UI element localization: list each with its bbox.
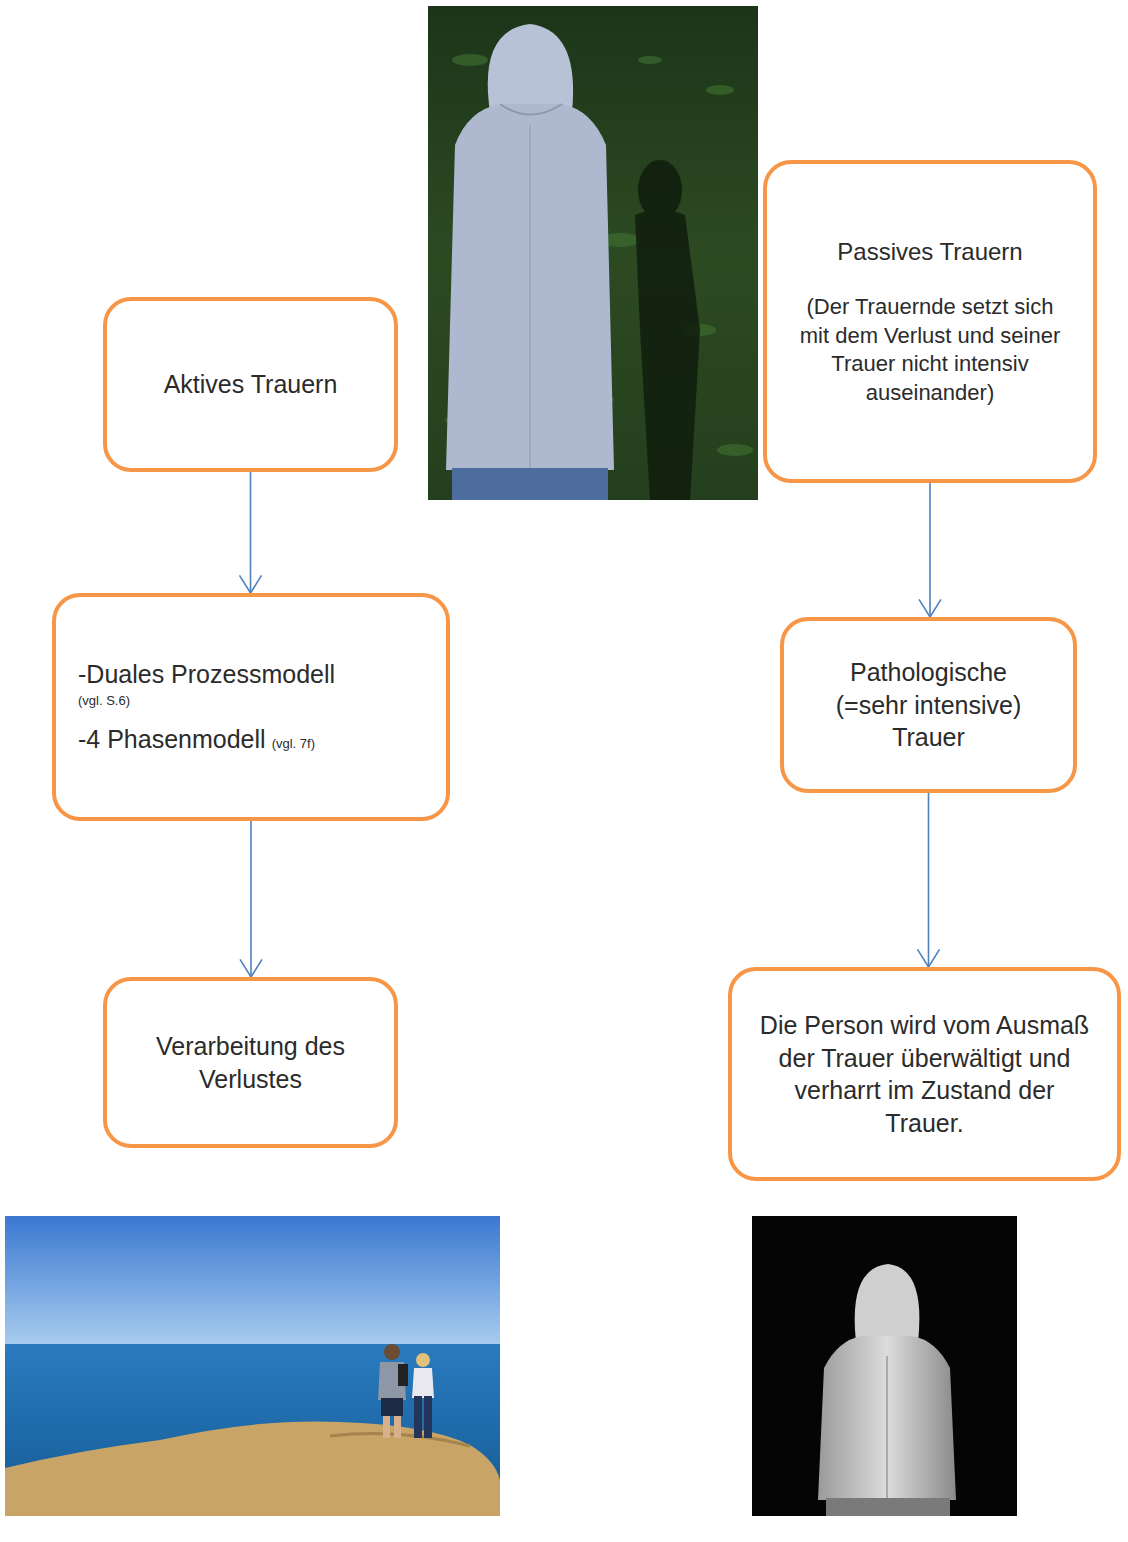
node-text: (vgl. S.6) [78, 693, 130, 708]
rounded-box: Aktives Trauern [103, 297, 398, 472]
text-line: -4 Phasenmodell (vgl. 7f) [78, 723, 424, 756]
node-text: Aktives Trauern [127, 368, 374, 401]
node-text: (vgl. 7f) [272, 736, 315, 751]
arrow-head [918, 949, 940, 967]
rounded-box: Pathologische (=sehr intensive) Trauer [780, 617, 1077, 793]
connector-arrow [240, 472, 262, 593]
photo-grass [428, 6, 758, 500]
photo-dark [752, 1216, 1017, 1516]
arrow-head [919, 599, 941, 617]
node-text: -4 Phasenmodell [78, 725, 266, 753]
connector-line [250, 472, 252, 593]
rounded-box: Verarbeitung des Verlustes [103, 977, 398, 1148]
node-text: Verarbeitung des Verlustes [147, 1030, 354, 1095]
node-text: Passives Trauern [793, 236, 1067, 267]
box-content: Verarbeitung des Verlustes [147, 1030, 354, 1095]
connector-arrow [919, 483, 941, 617]
photo-sea [5, 1216, 500, 1516]
node-text: (Der Trauernde setzt sich mit dem Verlus… [793, 293, 1067, 407]
arrow-head [240, 959, 262, 977]
rounded-box: -Duales Prozessmodell (vgl. S.6) -4 Phasen… [52, 593, 450, 821]
text-line: -Duales Prozessmodell [78, 658, 424, 691]
connector-line [928, 793, 930, 967]
box-content: Pathologische (=sehr intensive) Trauer [820, 656, 1037, 754]
node-text: Die Person wird vom Ausmaß der Trauer üb… [754, 1009, 1095, 1139]
box-content: Aktives Trauern [127, 368, 374, 401]
connector-arrow [918, 793, 940, 967]
connector-arrow [240, 821, 262, 977]
node-text: -Duales Prozessmodell [78, 660, 335, 688]
box-content: -Duales Prozessmodell (vgl. S.6) -4 Phasen… [78, 658, 424, 756]
arrow-head [240, 575, 262, 593]
connector-line [250, 821, 252, 977]
rounded-box: Passives Trauern (Der Trauernde setzt sic… [763, 160, 1097, 483]
node-text: Pathologische (=sehr intensive) Trauer [820, 656, 1037, 754]
box-content: Die Person wird vom Ausmaß der Trauer üb… [754, 1009, 1095, 1139]
rounded-box: Die Person wird vom Ausmaß der Trauer üb… [728, 967, 1121, 1181]
text-line: (vgl. S.6) [78, 691, 424, 710]
box-content: Passives Trauern (Der Trauernde setzt sic… [793, 236, 1067, 408]
connector-line [929, 483, 931, 617]
